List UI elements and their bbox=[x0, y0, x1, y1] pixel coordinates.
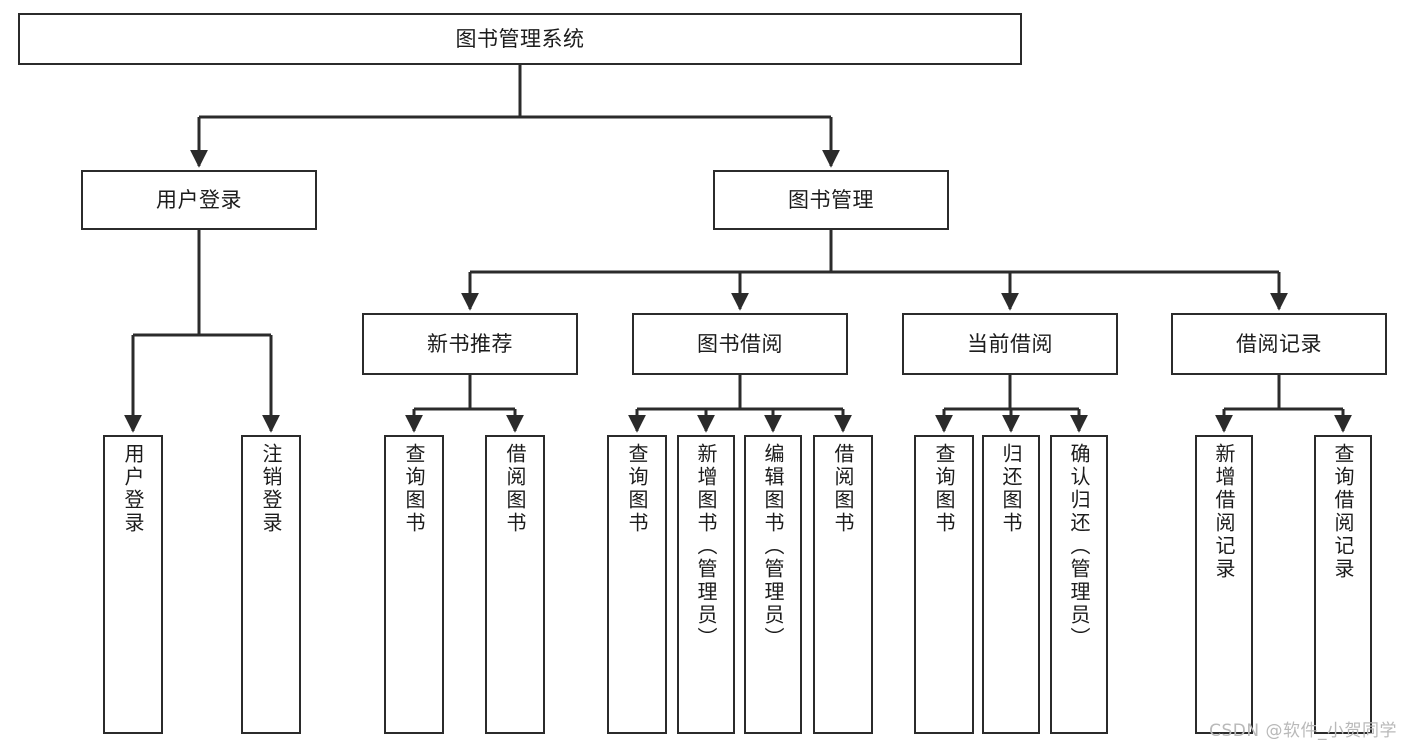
node-label: 查询图书 bbox=[402, 443, 426, 535]
leaf-new-book-borrow[interactable]: 借阅图书 bbox=[485, 435, 545, 734]
leaf-current-return-book[interactable]: 归还图书 bbox=[982, 435, 1040, 734]
node-label: 当前借阅 bbox=[967, 331, 1053, 356]
node-book-borrow[interactable]: 图书借阅 bbox=[632, 313, 848, 375]
node-label: 借阅图书 bbox=[503, 443, 527, 535]
node-label: 新增图书（管理员） bbox=[694, 443, 718, 650]
node-label: 查询借阅记录 bbox=[1331, 443, 1355, 581]
leaf-current-query-book[interactable]: 查询图书 bbox=[914, 435, 974, 734]
node-root-system[interactable]: 图书管理系统 bbox=[18, 13, 1022, 65]
leaf-borrow-add-book-admin[interactable]: 新增图书（管理员） bbox=[677, 435, 735, 734]
node-book-management[interactable]: 图书管理 bbox=[713, 170, 949, 230]
leaf-current-confirm-return-admin[interactable]: 确认归还（管理员） bbox=[1050, 435, 1108, 734]
leaf-record-query-record[interactable]: 查询借阅记录 bbox=[1314, 435, 1372, 734]
node-label: 图书管理 bbox=[788, 187, 874, 212]
node-label: 查询图书 bbox=[625, 443, 649, 535]
leaf-new-book-query[interactable]: 查询图书 bbox=[384, 435, 444, 734]
node-user-login[interactable]: 用户登录 bbox=[81, 170, 317, 230]
node-label: 确认归还（管理员） bbox=[1067, 443, 1091, 650]
node-label: 新书推荐 bbox=[427, 331, 513, 356]
leaf-borrow-edit-book-admin[interactable]: 编辑图书（管理员） bbox=[744, 435, 802, 734]
node-label: 图书借阅 bbox=[697, 331, 783, 356]
node-label: 借阅记录 bbox=[1236, 331, 1322, 356]
node-label: 查询图书 bbox=[932, 443, 956, 535]
node-label: 用户登录 bbox=[156, 187, 242, 212]
node-label: 借阅图书 bbox=[831, 443, 855, 535]
leaf-borrow-borrow-book[interactable]: 借阅图书 bbox=[813, 435, 873, 734]
node-label: 归还图书 bbox=[999, 443, 1023, 535]
node-label: 注销登录 bbox=[259, 443, 283, 535]
csdn-watermark: CSDN @软件_小贺同学 bbox=[1209, 721, 1397, 741]
node-label: 图书管理系统 bbox=[455, 26, 585, 51]
node-label: 新增借阅记录 bbox=[1212, 443, 1236, 581]
node-label: 用户登录 bbox=[121, 443, 145, 535]
leaf-user-login-login[interactable]: 用户登录 bbox=[103, 435, 163, 734]
leaf-record-add-record[interactable]: 新增借阅记录 bbox=[1195, 435, 1253, 734]
node-current-borrow[interactable]: 当前借阅 bbox=[902, 313, 1118, 375]
node-label: 编辑图书（管理员） bbox=[761, 443, 785, 650]
leaf-user-login-logout[interactable]: 注销登录 bbox=[241, 435, 301, 734]
node-borrow-record[interactable]: 借阅记录 bbox=[1171, 313, 1387, 375]
leaf-borrow-query-book[interactable]: 查询图书 bbox=[607, 435, 667, 734]
node-new-book-recommendation[interactable]: 新书推荐 bbox=[362, 313, 578, 375]
